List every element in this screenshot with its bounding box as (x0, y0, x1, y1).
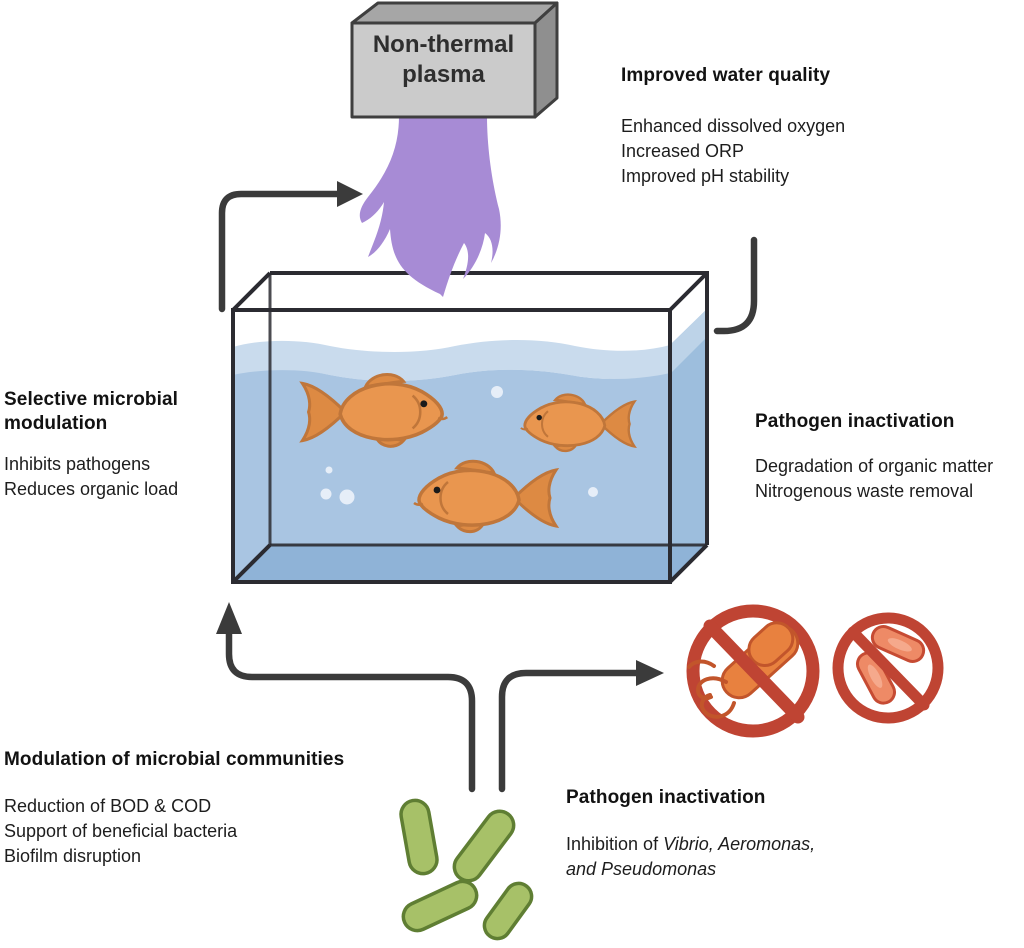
plasma-device-label: Non-thermal plasma (372, 31, 515, 88)
pathogen-right-line: Nitrogenous waste removal (755, 481, 974, 501)
water-quality-line: Improved pH stability (621, 166, 790, 186)
microbial-modulation-line: Reduces organic load (4, 479, 179, 499)
water-quality-lines: Enhanced dissolved oxygen Increased ORP … (621, 114, 845, 189)
pathogen-right-line: Degradation of organic matter (755, 456, 994, 476)
water-quality-line: Enhanced dissolved oxygen (621, 116, 846, 136)
pathogen-right-title: Pathogen inactivation (755, 411, 955, 432)
tank-floor (233, 545, 707, 582)
water-quality-line: Increased ORP (621, 141, 745, 161)
microbial-modulation-line: Inhibits pathogens (4, 454, 151, 474)
pathogen-right-lines: Degradation of organic matter Nitrogenou… (755, 454, 993, 504)
microbial-modulation-title: Selective microbial modulation (4, 389, 179, 434)
no-pathogen-sign-icon (686, 604, 820, 738)
microbial-communities-title: Modulation of microbial communities (4, 749, 345, 770)
microbial-communities-line: Biofilm disruption (4, 846, 142, 866)
pathogen-bottom-line1: Inhibition of Vibrio, Aeromonas, (566, 832, 815, 857)
beneficial-bacteria-icon (399, 798, 534, 941)
water-side-band (670, 309, 707, 374)
pathogen-bottom-line2-species: and Pseudomonas (566, 859, 717, 879)
microbial-communities-lines: Reduction of BOD & COD Support of benefi… (4, 794, 237, 869)
microbial-modulation-lines: Inhibits pathogens Reduces organic load (4, 452, 178, 502)
pathogen-bottom-title: Pathogen inactivation (566, 787, 766, 808)
water-surface-band (233, 340, 670, 381)
microbial-communities-line: Reduction of BOD & COD (4, 796, 212, 816)
pathogen-bottom-line1-prefix: Inhibition of (566, 834, 664, 854)
flagella (687, 659, 736, 719)
pathogen-bottom-line1-species: Vibrio, Aeromonas, (663, 834, 816, 854)
pathogen-bottom-lines: Inhibition of Vibrio, Aeromonas, and Pse… (566, 832, 815, 882)
arrow-icon (218, 190, 758, 793)
bubble-icon (320, 386, 598, 505)
no-pathogen-sign-icon (832, 612, 944, 724)
microbial-communities-line: Support of beneficial bacteria (4, 821, 238, 841)
plasma-flame-icon (359, 116, 501, 297)
arrow-heads (216, 181, 664, 686)
fish-tank-icon (231, 271, 709, 584)
plasma-device-icon (350, 1, 559, 119)
water-side-face (670, 309, 707, 582)
water-quality-title: Improved water quality (621, 65, 831, 86)
